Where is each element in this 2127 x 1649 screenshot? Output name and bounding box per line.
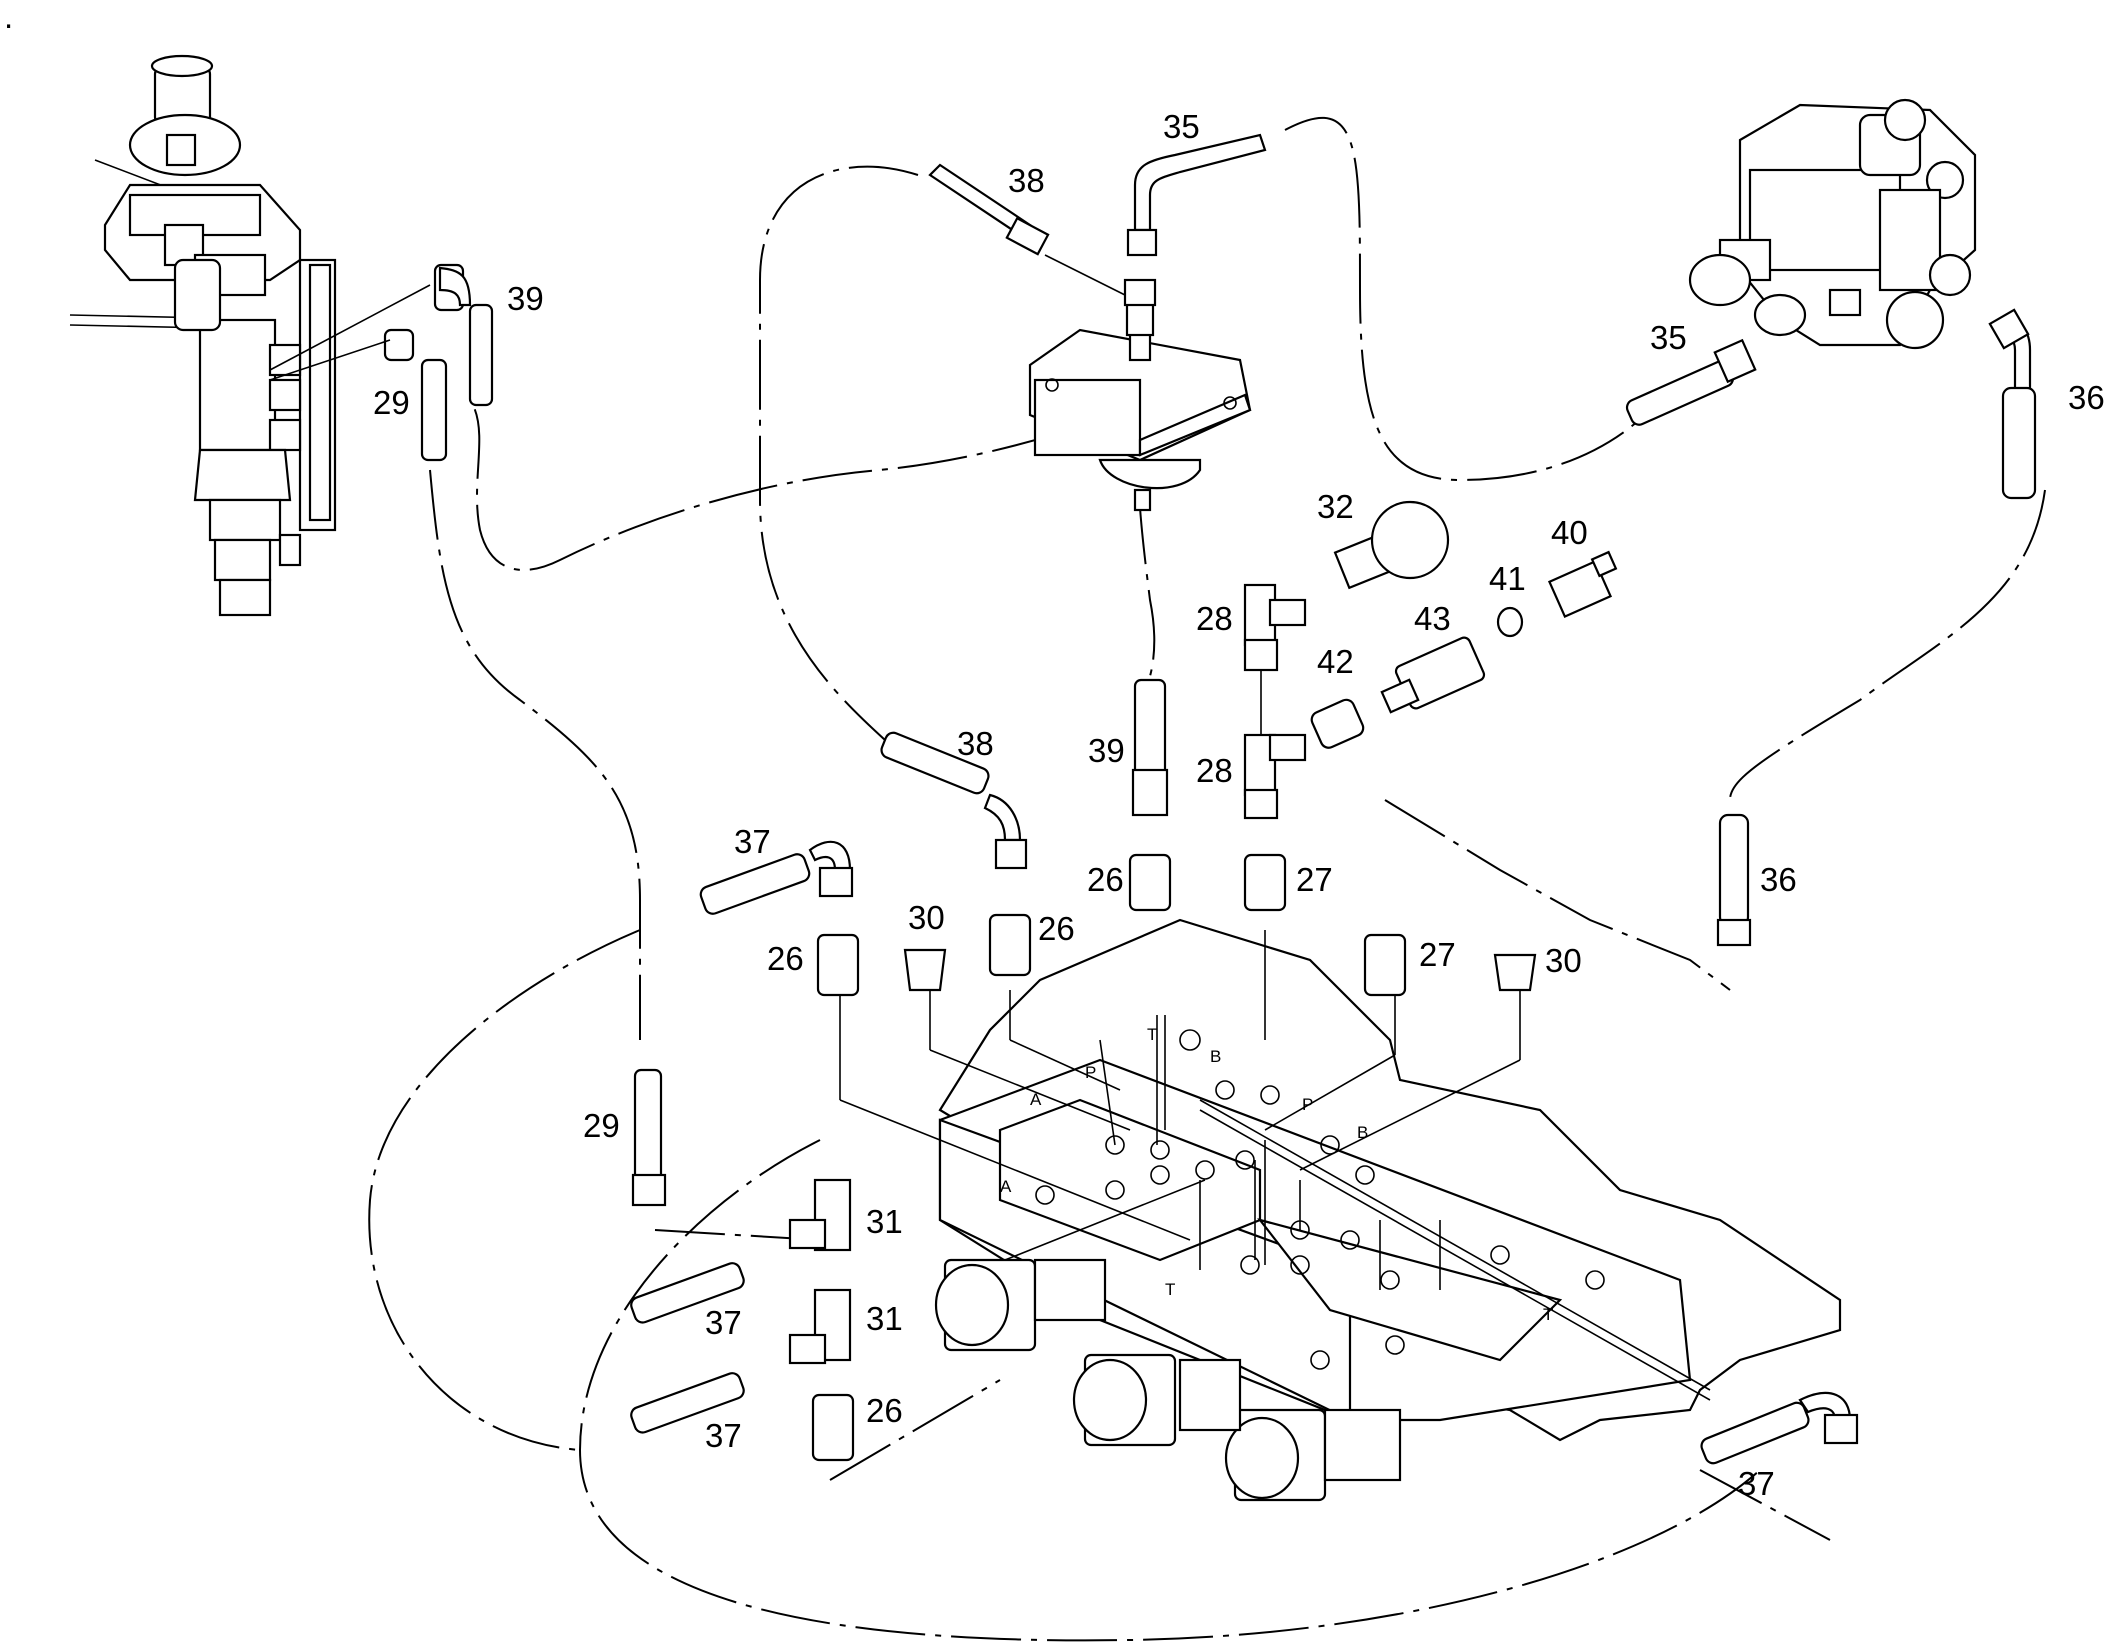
port-label: T (1165, 1280, 1175, 1299)
part-number-label: 37 (1738, 1465, 1775, 1502)
hose-routing-lines (368, 117, 2046, 1642)
part-number-label: 37 (734, 823, 771, 860)
port-label: T (1543, 1305, 1553, 1324)
port-letters: T P B A P B A T T (1000, 1025, 1553, 1324)
part-number-label: 42 (1317, 643, 1354, 680)
part-number-label: 29 (583, 1107, 620, 1144)
corner-mark: . (4, 0, 13, 35)
part-number-label: 26 (866, 1392, 903, 1429)
part-number-callouts: 38 35 39 29 35 36 32 40 41 28 43 42 38 3… (373, 108, 2105, 1502)
part-number-label: 27 (1419, 936, 1456, 973)
part-number-label: 26 (1087, 861, 1124, 898)
hose-fittings (269, 133, 2037, 1465)
part-number-label: 35 (1163, 108, 1200, 145)
port-label: B (1210, 1047, 1221, 1066)
port-label: A (1030, 1090, 1042, 1109)
part-number-label: 37 (705, 1417, 742, 1454)
part-number-label: 37 (705, 1304, 742, 1341)
port-label: P (1085, 1063, 1096, 1082)
part-number-label: 31 (866, 1300, 903, 1337)
part-number-label: 41 (1489, 560, 1526, 597)
part-number-label: 27 (1296, 861, 1333, 898)
port-label: B (1357, 1123, 1368, 1142)
part-number-label: 28 (1196, 752, 1233, 789)
valve-block-base (934, 918, 1842, 1502)
part-number-label: 36 (2068, 379, 2105, 416)
part-number-label: 38 (957, 725, 994, 762)
part-number-label: 43 (1414, 600, 1451, 637)
part-number-label: 35 (1650, 319, 1687, 356)
part-number-label: 30 (1545, 942, 1582, 979)
port-label: A (1000, 1177, 1012, 1196)
port-label: P (1302, 1095, 1313, 1114)
part-number-label: 26 (1038, 910, 1075, 947)
part-number-label: 32 (1317, 488, 1354, 525)
port-leader-lines (839, 930, 1711, 1401)
part-number-label: 39 (1088, 732, 1125, 769)
part-number-label: 26 (767, 940, 804, 977)
part-number-label: 29 (373, 384, 410, 421)
part-number-label: 28 (1196, 600, 1233, 637)
part-number-label: 40 (1551, 514, 1588, 551)
relay-valve-assembly (1688, 98, 1977, 350)
part-number-label: 39 (507, 280, 544, 317)
part-number-label: 31 (866, 1203, 903, 1240)
part-number-label: 30 (908, 899, 945, 936)
part-number-label: 38 (1008, 162, 1045, 199)
air-tank-bracket (1028, 278, 1252, 512)
port-label: T (1147, 1025, 1157, 1044)
part-number-label: 36 (1760, 861, 1797, 898)
air-filter-regulator (69, 54, 337, 617)
